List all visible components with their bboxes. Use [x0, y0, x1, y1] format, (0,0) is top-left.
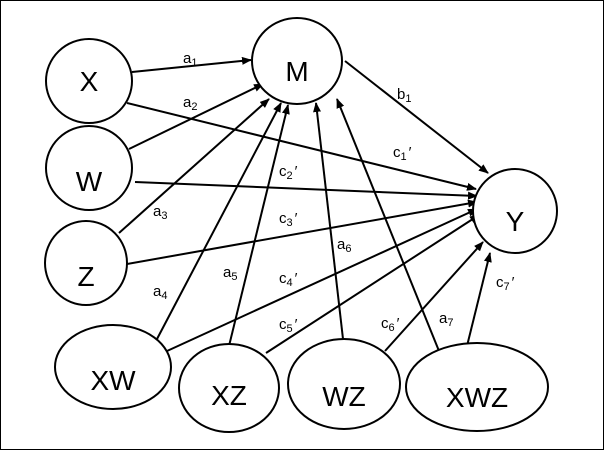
label-a7: a7: [439, 310, 453, 329]
node-x-label: X: [80, 66, 99, 97]
edge-a6: [313, 102, 344, 340]
node-xw: XW: [54, 324, 172, 410]
node-w-label: W: [76, 166, 103, 197]
edge-c2: [134, 181, 478, 200]
edge-a3: [118, 98, 270, 234]
node-xz-label: XZ: [211, 380, 247, 411]
edge-c6: [384, 241, 484, 352]
edge-labels-layer: a1 a2 a3 a4 a5 a6 a7 b1 c1′ c2′ c3′ c4′ …: [153, 50, 515, 335]
edge-c1: [126, 102, 477, 191]
node-m: M: [251, 17, 343, 105]
label-a4: a4: [153, 283, 167, 302]
node-y-label: Y: [506, 206, 525, 237]
label-a5: a5: [223, 264, 237, 283]
node-wz-label: WZ: [322, 381, 366, 412]
label-a1: a1: [183, 50, 197, 69]
edge-c4: [166, 208, 478, 352]
label-c7: c7′: [496, 274, 515, 293]
label-c1: c1′: [393, 144, 412, 163]
node-xwz-label: XWZ: [446, 382, 508, 413]
edge-a1: [131, 56, 252, 73]
node-z: Z: [44, 220, 128, 306]
label-a6: a6: [337, 236, 351, 255]
label-c5: c5′: [279, 316, 298, 335]
node-w: W: [45, 125, 133, 211]
node-xwz: XWZ: [405, 342, 549, 432]
edge-b1: [344, 60, 489, 174]
label-a2: a2: [183, 94, 197, 113]
label-c4: c4′: [279, 270, 298, 289]
node-xw-label: XW: [90, 365, 136, 396]
edge-c7: [466, 252, 492, 347]
edges-layer: [118, 56, 492, 354]
edge-a5: [228, 104, 290, 347]
edge-c5: [265, 214, 480, 354]
node-wz: WZ: [287, 338, 401, 430]
nodes-layer: X W Z M Y XW XZ WZ: [44, 17, 558, 433]
edge-a4: [156, 102, 282, 340]
label-c6: c6′: [381, 315, 400, 334]
edge-a2: [128, 83, 264, 150]
node-m-label: M: [285, 56, 308, 87]
node-x: X: [45, 38, 133, 124]
label-a3: a3: [153, 203, 167, 222]
label-c3: c3′: [279, 210, 298, 229]
edge-c3: [126, 199, 478, 265]
label-b1: b1: [397, 86, 411, 105]
node-z-label: Z: [77, 261, 94, 292]
node-xz: XZ: [178, 343, 280, 433]
label-c2: c2′: [279, 163, 298, 182]
node-y: Y: [472, 168, 558, 254]
